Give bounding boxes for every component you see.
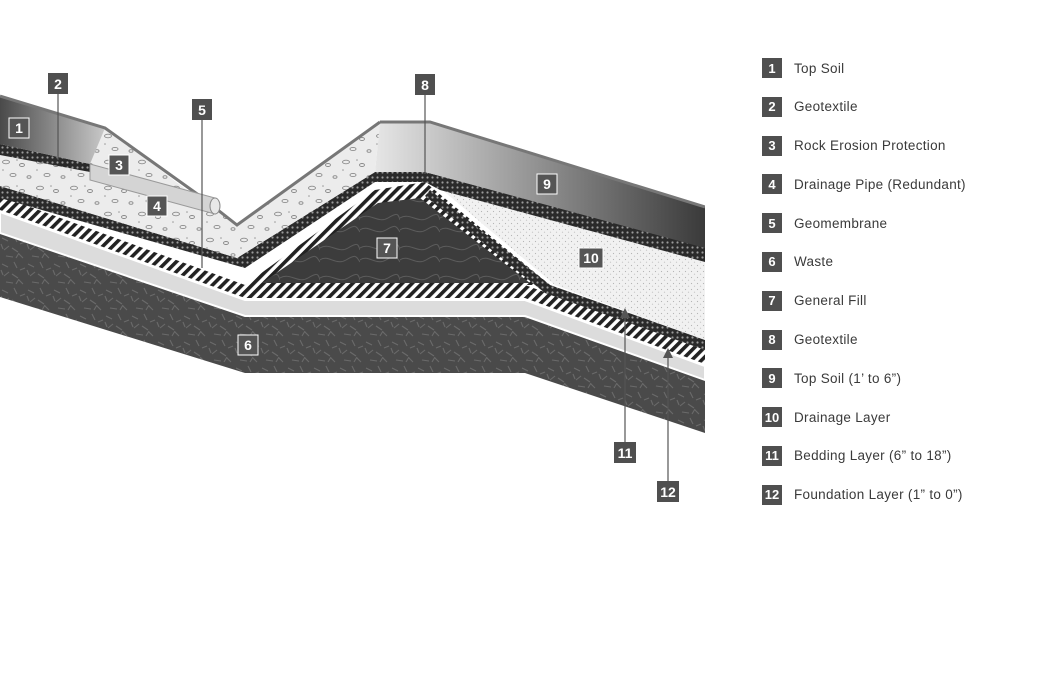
inlay-box-4 <box>146 195 168 217</box>
callout-label-5: 5 <box>198 102 206 118</box>
inlay-label-10: 10 <box>583 250 599 266</box>
inlay-label-3: 3 <box>115 157 123 173</box>
legend-item-6: 6 Waste <box>762 251 1042 272</box>
legend-label: General Fill <box>794 293 867 309</box>
legend-label: Geotextile <box>794 332 858 348</box>
callout-label-12: 12 <box>660 484 676 500</box>
legend-label: Bedding Layer (6” to 18”) <box>794 448 952 464</box>
legend-badge: 5 <box>762 213 782 234</box>
legend-item-12: 12 Foundation Layer (1” to 0”) <box>762 484 1042 505</box>
legend-label: Waste <box>794 254 834 270</box>
callout-box-12 <box>657 481 679 502</box>
inlay-box-1 <box>8 117 30 139</box>
legend-label: Drainage Layer <box>794 409 891 425</box>
inlay-label-7: 7 <box>383 240 391 256</box>
callout-label-8: 8 <box>421 77 429 93</box>
callout-box-11 <box>614 442 636 463</box>
legend-badge: 10 <box>762 407 782 428</box>
inlay-box-6 <box>237 334 259 356</box>
legend-item-7: 7 General Fill <box>762 290 1042 311</box>
layer-rock-erosion <box>0 122 380 258</box>
legend-badge: 8 <box>762 329 782 350</box>
inlay-label-6: 6 <box>244 337 252 353</box>
inlay-box-10 <box>578 247 604 269</box>
legend-badge: 7 <box>762 290 782 311</box>
legend-item-2: 2 Geotextile <box>762 96 1042 117</box>
legend-label: Geotextile <box>794 99 858 115</box>
layer-bedding <box>425 190 705 350</box>
callout-label-2: 2 <box>54 76 62 92</box>
layer-waste <box>0 233 705 433</box>
legend-badge: 11 <box>762 445 782 466</box>
legend-badge: 1 <box>762 58 782 78</box>
legend-item-4: 4 Drainage Pipe (Redundant) <box>762 174 1042 195</box>
layer-topsoil-left <box>0 96 105 164</box>
legend-item-8: 8 Geotextile <box>762 329 1042 350</box>
inlay-label-1: 1 <box>15 120 23 136</box>
layer-geotextile-left <box>0 172 425 268</box>
layer-geotextile-right <box>425 172 705 262</box>
legend-label: Rock Erosion Protection <box>794 138 946 154</box>
surface-line-right <box>380 120 705 209</box>
legend-item-9: 9 Top Soil (1’ to 6”) <box>762 368 1042 389</box>
legend-item-1: 1 Top Soil <box>762 58 1042 78</box>
arrowhead-12 <box>663 348 673 358</box>
layer-drainage <box>440 188 705 340</box>
legend-badge: 9 <box>762 368 782 389</box>
callout-label-11: 11 <box>618 445 633 461</box>
legend-label: Top Soil (1’ to 6”) <box>794 370 902 386</box>
callout-box-2 <box>48 73 68 94</box>
legend-label: Top Soil <box>794 60 845 76</box>
layer-geotextile-2 <box>0 144 90 172</box>
inlay-box-7 <box>376 237 398 259</box>
legend-item-3: 3 Rock Erosion Protection <box>762 135 1042 156</box>
callout-box-8 <box>415 74 435 95</box>
callout-box-5 <box>192 99 212 120</box>
legend-badge: 12 <box>762 484 782 505</box>
legend-item-10: 10 Drainage Layer <box>762 407 1042 428</box>
inlay-box-3 <box>108 154 130 176</box>
legend-badge: 2 <box>762 96 782 117</box>
legend-label: Geomembrane <box>794 215 888 231</box>
inlay-box-9 <box>536 173 558 195</box>
landfill-cross-section-diagram: 2 5 8 11 12 1 3 4 6 7 9 10 <box>0 73 705 502</box>
legend-badge: 4 <box>762 174 782 195</box>
legend-badge: 6 <box>762 251 782 272</box>
layer-foundation <box>0 210 705 382</box>
legend-item-5: 5 Geomembrane <box>762 213 1042 234</box>
inlay-label-4: 4 <box>153 198 161 214</box>
legend-label: Foundation Layer (1” to 0”) <box>794 487 963 503</box>
legend-badge: 3 <box>762 135 782 156</box>
legend-label: Drainage Pipe (Redundant) <box>794 176 966 192</box>
arrowhead-11 <box>620 308 630 318</box>
inlay-label-9: 9 <box>543 176 551 192</box>
legend-item-11: 11 Bedding Layer (6” to 18”) <box>762 445 1042 466</box>
drainage-pipe-end <box>209 197 221 215</box>
